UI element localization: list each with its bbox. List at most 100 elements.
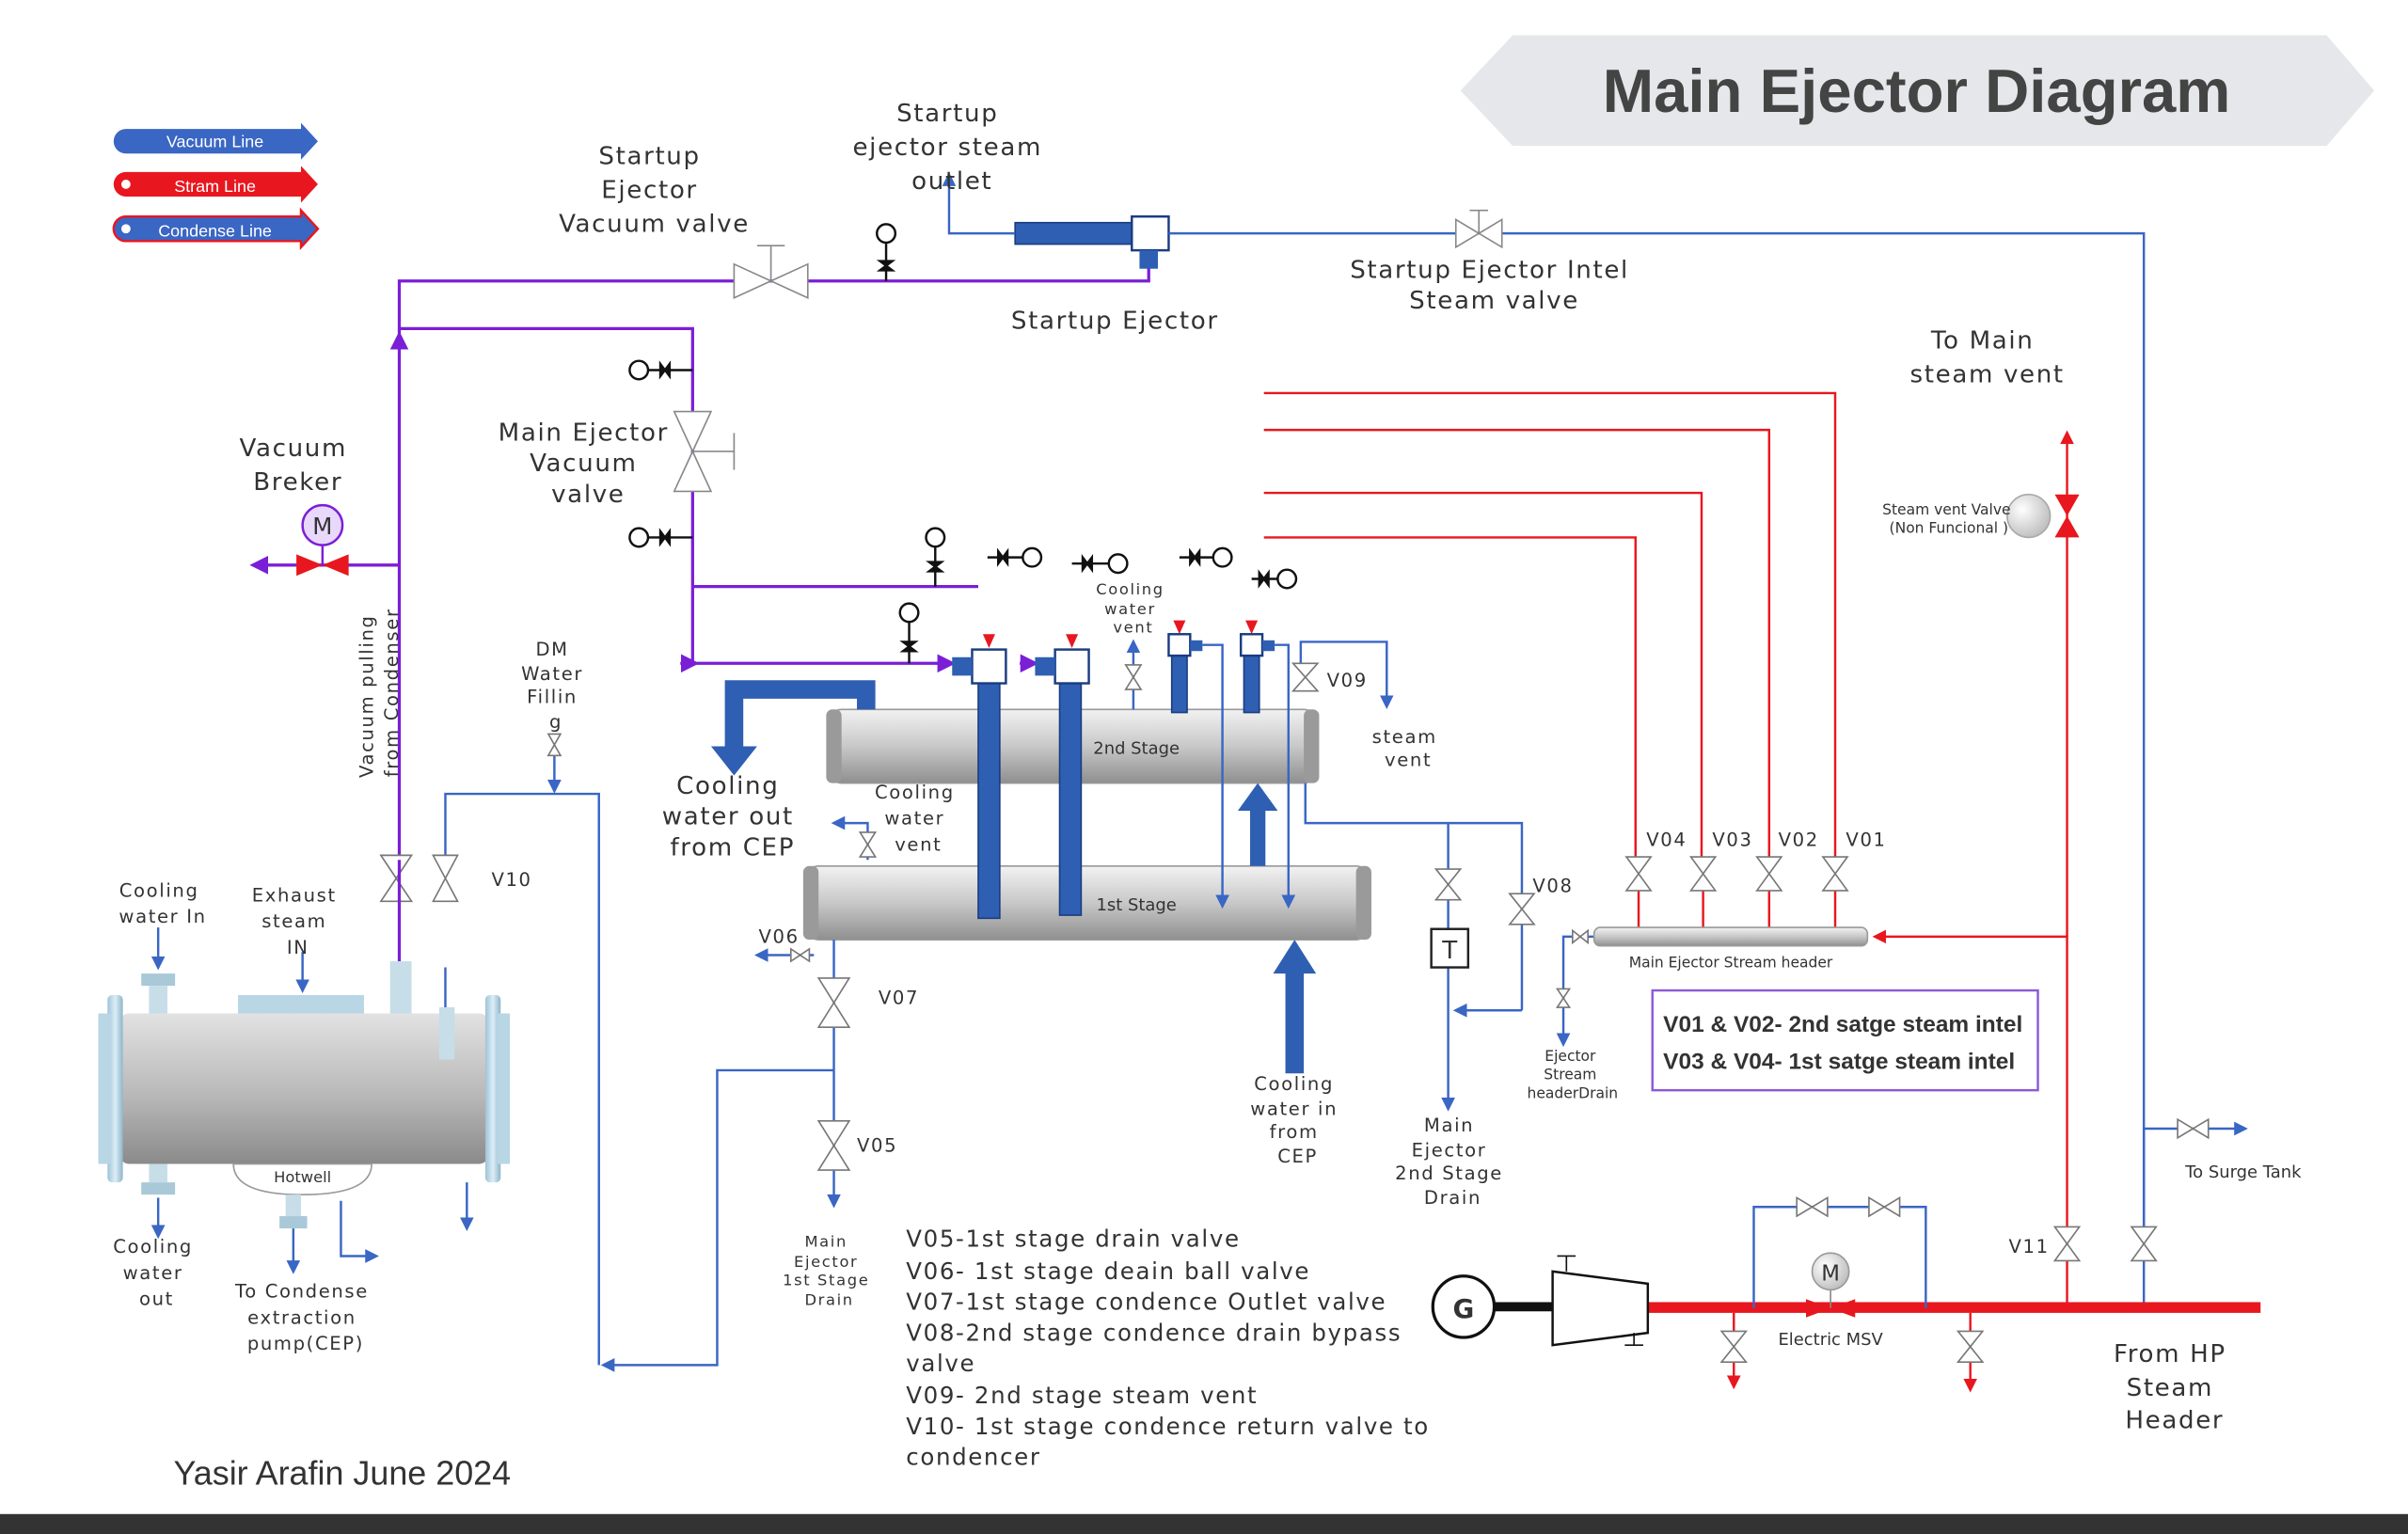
legend-condense-label: Condense Line bbox=[158, 221, 272, 240]
valve-note-2: V06- 1st stage deain ball valve bbox=[906, 1257, 1310, 1285]
valve-v09 bbox=[1291, 662, 1320, 692]
turbine-generator: G bbox=[1431, 1255, 1650, 1347]
valve-hp-blue bbox=[2130, 1226, 2158, 1262]
first-stage-ejectors[interactable] bbox=[952, 648, 1090, 920]
cooling-in-label: Cooling water In bbox=[119, 879, 206, 927]
main-ejector-vacuum-label: Main Ejector Vacuum valve bbox=[499, 419, 678, 509]
vacuum-breaker-label: Vacuum Breker bbox=[240, 435, 356, 497]
valve-v01 bbox=[1821, 856, 1849, 892]
valve-header-drain bbox=[1555, 988, 1572, 1008]
cooling-vent-top-label: Cooling water vent bbox=[1096, 580, 1170, 637]
valve-note-1: V05-1st stage drain valve bbox=[906, 1226, 1240, 1253]
cooling-out-label: Cooling water out bbox=[113, 1236, 200, 1310]
steam-vent-valve[interactable] bbox=[2006, 493, 2080, 539]
valve-v08 bbox=[1508, 893, 1536, 925]
valve-v03 bbox=[1688, 856, 1718, 892]
v11-label: V11 bbox=[2009, 1236, 2050, 1257]
dm-water-label: DM Water Fillin g bbox=[521, 639, 591, 733]
startup-vacuum-valve[interactable] bbox=[733, 245, 809, 300]
valve-v10 bbox=[432, 854, 459, 903]
blue-valves[interactable] bbox=[379, 662, 2210, 1262]
header-drain-label: Ejector Stream headerDrain bbox=[1528, 1048, 1619, 1101]
v05-label: V05 bbox=[857, 1134, 897, 1156]
startup-intel-valve[interactable] bbox=[1454, 209, 1503, 249]
steam-vent-label: steam vent bbox=[1372, 726, 1445, 770]
v06-label: V06 bbox=[759, 925, 800, 947]
hotwell-label: Hotwell bbox=[274, 1168, 331, 1186]
legend-vacuum-label: Vacuum Line bbox=[166, 133, 263, 151]
v04-label: V04 bbox=[1646, 830, 1687, 851]
v10-label: V10 bbox=[491, 869, 531, 891]
hp-drain-valves[interactable] bbox=[1719, 1196, 1985, 1363]
v02-label: V02 bbox=[1779, 830, 1819, 851]
trap-label: T bbox=[1441, 937, 1458, 965]
header-label: Main Ejector Stream header bbox=[1629, 955, 1833, 972]
msv-motor-label: M bbox=[1821, 1262, 1840, 1287]
v09-label: V09 bbox=[1327, 670, 1368, 691]
exhaust-steam-label: Exhaust steam IN bbox=[252, 884, 344, 958]
main-ejector-stream-header bbox=[1592, 926, 1869, 947]
startup-intel-label: Startup Ejector Intel Steam valve bbox=[1350, 257, 1639, 316]
cooling-water-arrows bbox=[710, 680, 1317, 1074]
valve-note-8: condencer bbox=[906, 1444, 1040, 1471]
startup-ejector[interactable] bbox=[1014, 214, 1170, 269]
author-credit: Yasir Arafin June 2024 bbox=[173, 1454, 511, 1493]
v07-label: V07 bbox=[879, 988, 919, 1009]
v08-label: V08 bbox=[1532, 876, 1573, 897]
legend-vacuum-arrow bbox=[113, 122, 318, 160]
valve-header-end bbox=[1572, 928, 1589, 945]
note-line-1: V01 & V02- 2nd satge steam intel bbox=[1663, 1012, 2022, 1037]
cooling-out-cep-label: Cooling water out from CEP bbox=[662, 772, 803, 862]
generator-label: G bbox=[1453, 1293, 1475, 1324]
to-cep-label: To Condense extraction pump(CEP) bbox=[234, 1281, 376, 1355]
electric-msv[interactable]: M bbox=[1805, 1252, 1856, 1318]
footer-bar bbox=[0, 1513, 2408, 1534]
valve-v06 bbox=[789, 947, 811, 963]
valve-note-4: V08-2nd stage condence drain bypass bbox=[906, 1319, 1402, 1346]
valve-notes: V05-1st stage drain valve V06- 1st stage… bbox=[906, 1226, 1430, 1471]
steam-trap[interactable]: T bbox=[1430, 927, 1470, 969]
page-title: Main Ejector Diagram bbox=[1603, 56, 2231, 125]
legend-condense-arrow bbox=[112, 207, 320, 251]
valve-v07 bbox=[816, 977, 851, 1029]
valve-v11 bbox=[2052, 1226, 2082, 1262]
gauge-valves[interactable] bbox=[628, 223, 1298, 664]
valve-v02 bbox=[1755, 856, 1783, 892]
valve-v04 bbox=[1624, 856, 1653, 892]
main-vent-label: To Main steam vent bbox=[1910, 327, 2065, 389]
valve-note-6: V09- 2nd stage steam vent bbox=[906, 1382, 1258, 1409]
stage1-shell bbox=[802, 864, 1371, 941]
valve-vac-pull bbox=[379, 854, 414, 903]
stage2-drain-label: Main Ejector 2nd Stage Drain bbox=[1395, 1115, 1511, 1209]
valve-v05 bbox=[816, 1120, 851, 1171]
second-stage-ejectors[interactable] bbox=[1167, 633, 1275, 714]
msv-label: Electric MSV bbox=[1778, 1330, 1883, 1350]
cooling-vent-mid-label: Cooling water vent bbox=[875, 782, 962, 856]
stage1-drain-label: Main Ejector 1st Stage Drain bbox=[783, 1233, 876, 1309]
valve-cooling-vent-top bbox=[1124, 664, 1143, 690]
valve-surge bbox=[2177, 1117, 2210, 1140]
valve-cooling-vent-mid bbox=[858, 831, 878, 858]
legend-steam-arrow bbox=[113, 166, 318, 203]
steam-vent-valve-label: Steam vent Valve (Non Funcional ) bbox=[1882, 501, 2015, 537]
hp-steam-header-label: From HP Steam Header bbox=[2114, 1340, 2236, 1434]
valve-note-7: V10- 1st stage condence return valve to bbox=[906, 1413, 1430, 1440]
condenser bbox=[98, 961, 511, 1229]
v01-label: V01 bbox=[1846, 830, 1886, 851]
startup-ejector-label: Startup Ejector bbox=[1011, 307, 1219, 335]
note-box bbox=[1651, 988, 2039, 1092]
valve-stage2-drain bbox=[1434, 868, 1463, 901]
vacuum-breaker-motor-label: M bbox=[312, 513, 332, 540]
startup-vacuum-valve-label: Startup Ejector Vacuum valve bbox=[559, 143, 750, 239]
stage1-label: 1st Stage bbox=[1096, 895, 1176, 915]
cooling-in-cep-label: Cooling water in from CEP bbox=[1250, 1073, 1345, 1167]
main-ejector-vacuum-valve[interactable] bbox=[673, 410, 736, 493]
stage2-label: 2nd Stage bbox=[1093, 739, 1180, 759]
vacuum-breaker[interactable]: M bbox=[296, 503, 349, 577]
note-line-2: V03 & V04- 1st satge steam intel bbox=[1663, 1049, 2015, 1074]
valve-note-3: V07-1st stage condence Outlet valve bbox=[906, 1289, 1386, 1316]
valve-note-5: valve bbox=[906, 1350, 975, 1377]
legend: Vacuum Line Stram Line Condense Line bbox=[112, 122, 320, 251]
title-banner bbox=[1460, 35, 2375, 147]
